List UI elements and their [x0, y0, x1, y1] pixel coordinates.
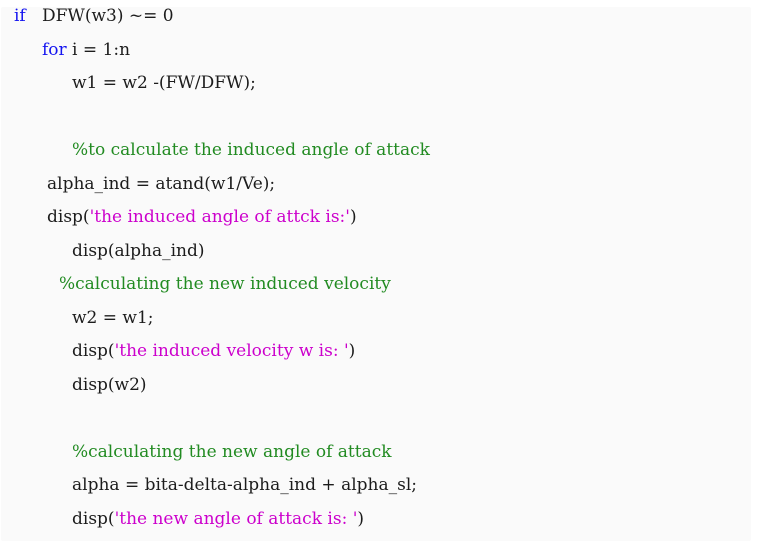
code-token: disp( — [72, 508, 115, 529]
code-token: ) — [349, 207, 357, 227]
code-line: alpha_ind = atand(w1/Ve); — [0, 168, 760, 202]
code-token: w1 = w2 -(FW/DFW); — [72, 73, 256, 93]
code-line-blank — [0, 402, 760, 436]
code-token: disp( — [72, 341, 115, 361]
code-line: w1 = w2 -(FW/DFW); — [0, 67, 760, 101]
comment-token: %calculating the new induced velocity — [59, 274, 391, 294]
code-line: %calculating the new angle of attack — [0, 436, 760, 470]
code-line: %calculating the new induced velocity — [0, 268, 760, 302]
string-token: 'the induced angle of attck is:' — [89, 207, 350, 227]
comment-token: %calculating the new angle of attack — [72, 441, 392, 462]
code-token: alpha = bita-delta-alpha_ind + alpha_sl; — [72, 475, 417, 495]
code-line: w2 = w1; — [0, 302, 760, 336]
code-token: ) — [357, 508, 365, 529]
code-token: ) — [348, 341, 356, 361]
code-token: DFW(w3) ~= 0 — [25, 6, 174, 26]
code-token: disp(alpha_ind) — [72, 240, 205, 261]
code-line-blank — [0, 101, 760, 135]
code-token: disp(w2) — [72, 374, 147, 395]
comment-token: %to calculate the induced angle of attac… — [72, 140, 430, 160]
code-line: if DFW(w3) ~= 0 — [0, 0, 760, 34]
keyword-token: for — [42, 39, 67, 60]
string-token: 'the new angle of attack is: ' — [114, 508, 358, 529]
code-line: disp('the induced angle of attck is:') — [0, 201, 760, 235]
code-token: i = 1:n — [66, 39, 131, 60]
string-token: 'the induced velocity w is: ' — [114, 341, 349, 361]
code-line: disp('the induced velocity w is: ') — [0, 335, 760, 369]
code-line: disp(alpha_ind) — [0, 235, 760, 269]
code-token: alpha_ind = atand(w1/Ve); — [47, 173, 276, 194]
code-line: %to calculate the induced angle of attac… — [0, 134, 760, 168]
code-line: alpha = bita-delta-alpha_ind + alpha_sl; — [0, 469, 760, 503]
code-line: for i = 1:n — [0, 34, 760, 68]
code-line: disp(w2) — [0, 369, 760, 403]
keyword-token: if — [14, 6, 26, 26]
code-line: disp('the new angle of attack is: ') — [0, 503, 760, 537]
code-token: disp( — [47, 207, 90, 227]
code-token: w2 = w1; — [72, 307, 154, 328]
code-panel — [1, 7, 751, 541]
